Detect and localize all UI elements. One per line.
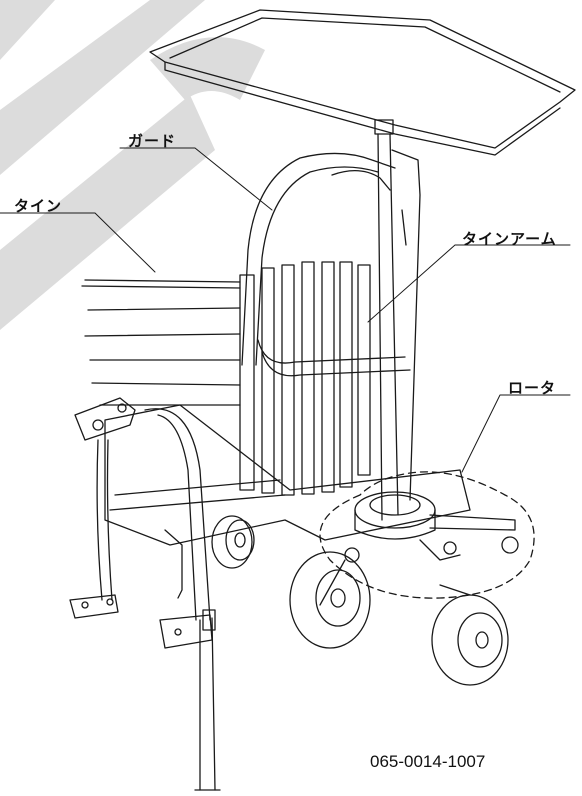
tine-arms [239,261,371,496]
canopy [149,9,576,149]
right-wheel [431,594,509,686]
canopy-pole [377,133,399,521]
label-guard: ガード [128,132,177,150]
left-wheel [289,551,371,649]
stand-leg [199,617,216,791]
label-rotor: ロータ [508,379,557,397]
document-code: 065-0014-1007 [370,752,486,771]
pulley [211,515,253,569]
watermark [0,0,265,330]
label-tine-arm: タインアーム [462,230,557,248]
guard-frame [241,152,396,366]
rotor-outline [319,471,535,599]
label-tine: タイン [14,197,63,215]
chassis-frame [104,404,471,546]
tines [81,279,241,406]
machine-drawing [0,9,576,791]
leader-lines [0,147,571,473]
hitch [74,397,136,441]
rotor-hub [354,491,436,529]
